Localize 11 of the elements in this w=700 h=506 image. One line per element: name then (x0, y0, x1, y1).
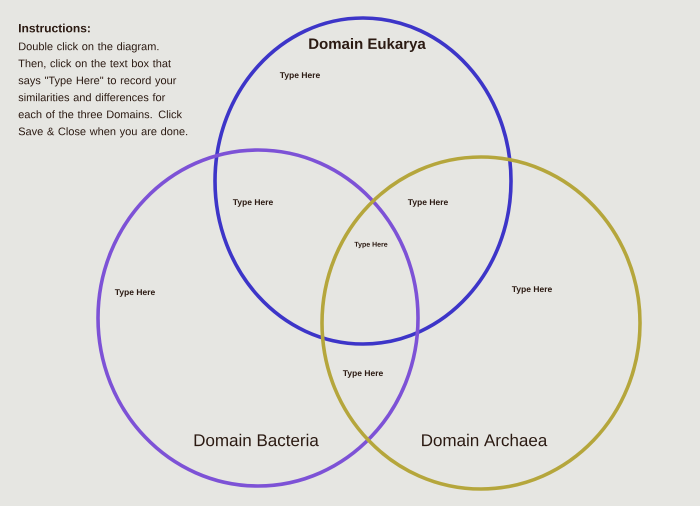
circle-title: Domain Archaea (422, 434, 548, 446)
circle-title: Domain Eukarya (309, 38, 426, 52)
placeholder-text: Type Here (280, 72, 320, 80)
placeholder-text: Type Here (342, 370, 383, 378)
circle-title: Domain Bacteria (194, 434, 319, 446)
instructions-text: Double click on the diagram. Then, click on the text box that says "Type Here" to record your similarities and differences for each of the three Domains. Click Save & Close when you are done. (18, 42, 188, 138)
placeholder-text: Type Here (512, 286, 552, 294)
placeholder-text: Type Here (232, 199, 273, 207)
placeholder-text: Type Here (408, 199, 448, 207)
instructions-heading: Instructions: (19, 24, 90, 32)
placeholder-text: Type Here (114, 289, 155, 297)
